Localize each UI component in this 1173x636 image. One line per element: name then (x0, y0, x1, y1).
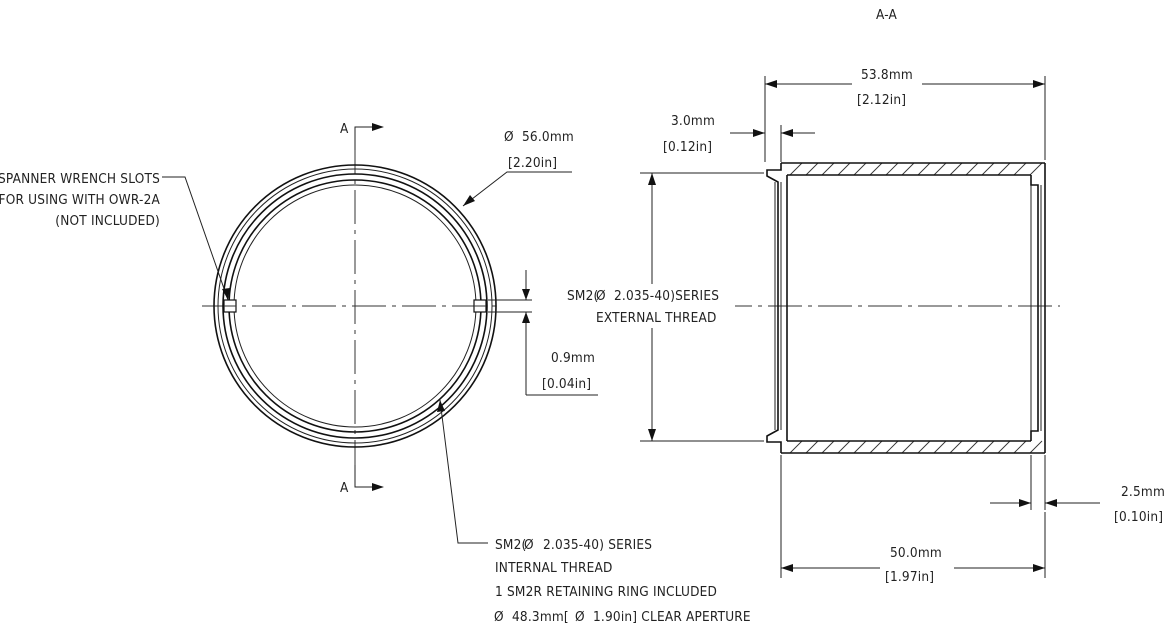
diameter-symbol-icon: Ø (504, 129, 514, 145)
callout-line: FOR USING WITH OWR-2A (0, 192, 160, 208)
dimension-body-length: 50.0mm [1.97in] (780, 455, 1046, 585)
dimension-arrow-icon (522, 312, 530, 323)
tube-section-outline (766, 162, 1046, 454)
callout-line: 1 SM2R RETAINING RING INCLUDED (495, 584, 717, 600)
dimension-overall-length: 53.8mm [2.12in] (764, 64, 1046, 162)
dimension-arrow-icon (1033, 564, 1045, 572)
dimension-value-in: 1.90in] CLEAR APERTURE (593, 609, 751, 625)
dimension-arrow-icon (648, 429, 656, 441)
dimension-value-in: [1.97in] (885, 569, 934, 585)
diameter-symbol-icon: Ø (524, 537, 534, 553)
callout-line: (NOT INCLUDED) (55, 213, 160, 229)
dimension-arrow-icon (781, 129, 793, 137)
outer-diameter-circle (213, 164, 497, 448)
dimension-external-thread: SM2( Ø 2.035-40)SERIES EXTERNAL THREAD (565, 172, 764, 442)
dimension-step-length: 3.0mm [0.12in] (663, 113, 815, 162)
dimension-arrow-icon (437, 400, 445, 412)
dimension-arrow-icon (463, 195, 475, 206)
dimension-value-mm: 3.0mm (671, 113, 715, 129)
section-marker-top: A (340, 121, 384, 150)
callout-line: INTERNAL THREAD (495, 560, 613, 576)
diameter-symbol-icon: Ø (494, 609, 504, 625)
dimension-value-in: [0.10in] (1114, 509, 1163, 525)
dimension-value-in: [0.12in] (663, 139, 712, 155)
dimension-value-mm: 2.5mm (1121, 484, 1165, 500)
dimension-arrow-icon (522, 289, 530, 300)
callout-line: 2.035-40) SERIES (543, 537, 652, 553)
dimension-arrow-icon (372, 123, 384, 131)
diameter-symbol-icon: Ø (575, 609, 585, 625)
thread-label-line: 2.035-40)SERIES (614, 288, 719, 304)
leader-line (462, 171, 572, 207)
dimension-value-mm: 50.0mm (890, 545, 942, 561)
section-marker-bottom: A (340, 465, 384, 496)
dimension-arrow-icon (781, 564, 793, 572)
section-marker-label: A (340, 480, 349, 496)
section-marker-label: A (340, 121, 349, 137)
callout-outer-diameter: Ø 56.0mm [2.20in] (462, 129, 574, 207)
diameter-symbol-icon: Ø (596, 288, 606, 304)
dimension-slot-depth: 0.9mm [0.04in] (488, 270, 598, 396)
hatch-bottom-wall (789, 440, 1043, 454)
dimension-arrow-icon (222, 288, 230, 300)
dimension-value-in: [0.04in] (542, 376, 591, 392)
dimension-arrow-icon (1033, 80, 1045, 88)
dimension-value-mm: 0.9mm (551, 350, 595, 366)
front-view: A A SPANNER WRENCH SLOTS FOR USING WITH … (0, 121, 751, 625)
dimension-value-mm: 48.3mm[ (512, 609, 569, 625)
dimension-arrow-icon (753, 129, 765, 137)
dimension-value-mm: 53.8mm (861, 67, 913, 83)
callout-line: SPANNER WRENCH SLOTS (0, 171, 160, 187)
dimension-arrow-icon (648, 173, 656, 185)
dimension-value-mm: 56.0mm (522, 129, 574, 145)
dimension-arrow-icon (372, 483, 384, 491)
hatch-top-wall (789, 162, 1043, 176)
dimension-arrow-icon (1019, 499, 1031, 507)
section-title: A-A (876, 7, 897, 23)
callout-spanner-wrench: SPANNER WRENCH SLOTS FOR USING WITH OWR-… (0, 171, 230, 301)
dimension-lip-length: 2.5mm [0.10in] (990, 455, 1165, 525)
callout-line: SM2( (495, 537, 526, 553)
thread-circle (222, 173, 488, 439)
dimension-arrow-icon (765, 80, 777, 88)
dimension-arrow-icon (1045, 499, 1057, 507)
thread-label-line: EXTERNAL THREAD (596, 310, 717, 326)
leader-line (439, 399, 488, 544)
dimension-value-in: [2.12in] (857, 92, 906, 108)
callout-internal-thread: SM2( Ø 2.035-40) SERIES INTERNAL THREAD … (437, 399, 751, 625)
dimension-value-in: [2.20in] (508, 155, 557, 171)
outer-chamfer-circle (217, 168, 493, 444)
thread-label-line: SM2( (567, 288, 598, 304)
side-view: A-A (565, 7, 1165, 585)
leader-line (162, 176, 229, 301)
